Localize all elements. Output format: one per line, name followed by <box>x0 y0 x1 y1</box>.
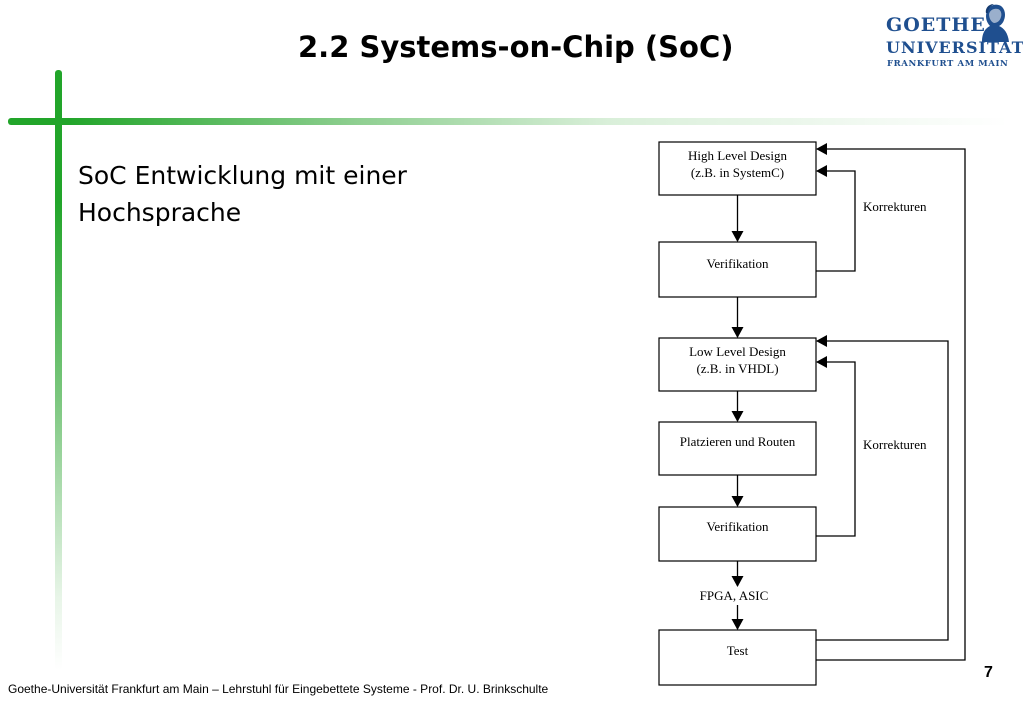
body-line-2: Hochsprache <box>78 198 242 227</box>
node-test: Test <box>658 629 817 686</box>
feedback-verifikation1-to-high <box>816 165 856 272</box>
test-label: Test <box>727 643 749 658</box>
logo-line-universitaet: UNIVERSITÄT <box>886 38 1023 57</box>
body-line-1: SoC Entwicklung mit einer <box>78 161 407 190</box>
feedback-verifikation2-to-low <box>816 356 856 537</box>
verifikation-2-label: Verifikation <box>706 519 769 534</box>
korrekturen-label-1: Korrekturen <box>863 199 927 214</box>
low-level-design-example: (z.B. in VHDL) <box>696 361 778 376</box>
high-level-design-example: (z.B. in SystemC) <box>691 165 784 180</box>
goethe-portrait-icon <box>982 4 1009 42</box>
low-level-design-label: Low Level Design <box>689 344 786 359</box>
green-horizontal-bar <box>8 118 1008 125</box>
verifikation-1-label: Verifikation <box>706 256 769 271</box>
green-vertical-bar <box>55 70 62 670</box>
fpga-asic-label: FPGA, ASIC <box>700 588 769 603</box>
university-logo: GOETHE UNIVERSITÄT FRANKFURT AM MAIN <box>884 2 1023 72</box>
feedback-test-to-low <box>816 335 949 641</box>
logo-line-goethe: GOETHE <box>886 14 986 36</box>
feedback-test-to-high <box>816 143 966 661</box>
footer-text: Goethe-Universität Frankfurt am Main – L… <box>8 682 549 696</box>
slide-title: 2.2 Systems-on-Chip (SoC) <box>298 30 734 64</box>
node-low-level-design: Low Level Design (z.B. in VHDL) <box>658 337 817 392</box>
body-text: SoC Entwicklung mit einer Hochsprache <box>78 157 498 231</box>
platzieren-routen-label: Platzieren und Routen <box>680 434 796 449</box>
node-platzieren-routen: Platzieren und Routen <box>658 421 817 476</box>
node-verifikation-1: Verifikation <box>658 241 817 298</box>
korrekturen-label-2: Korrekturen <box>863 437 927 452</box>
node-high-level-design: High Level Design (z.B. in SystemC) <box>658 141 817 196</box>
node-verifikation-2: Verifikation <box>658 506 817 562</box>
high-level-design-label: High Level Design <box>688 148 787 163</box>
logo-line-frankfurt: FRANKFURT AM MAIN <box>887 59 1009 69</box>
page-number: 7 <box>984 664 993 681</box>
